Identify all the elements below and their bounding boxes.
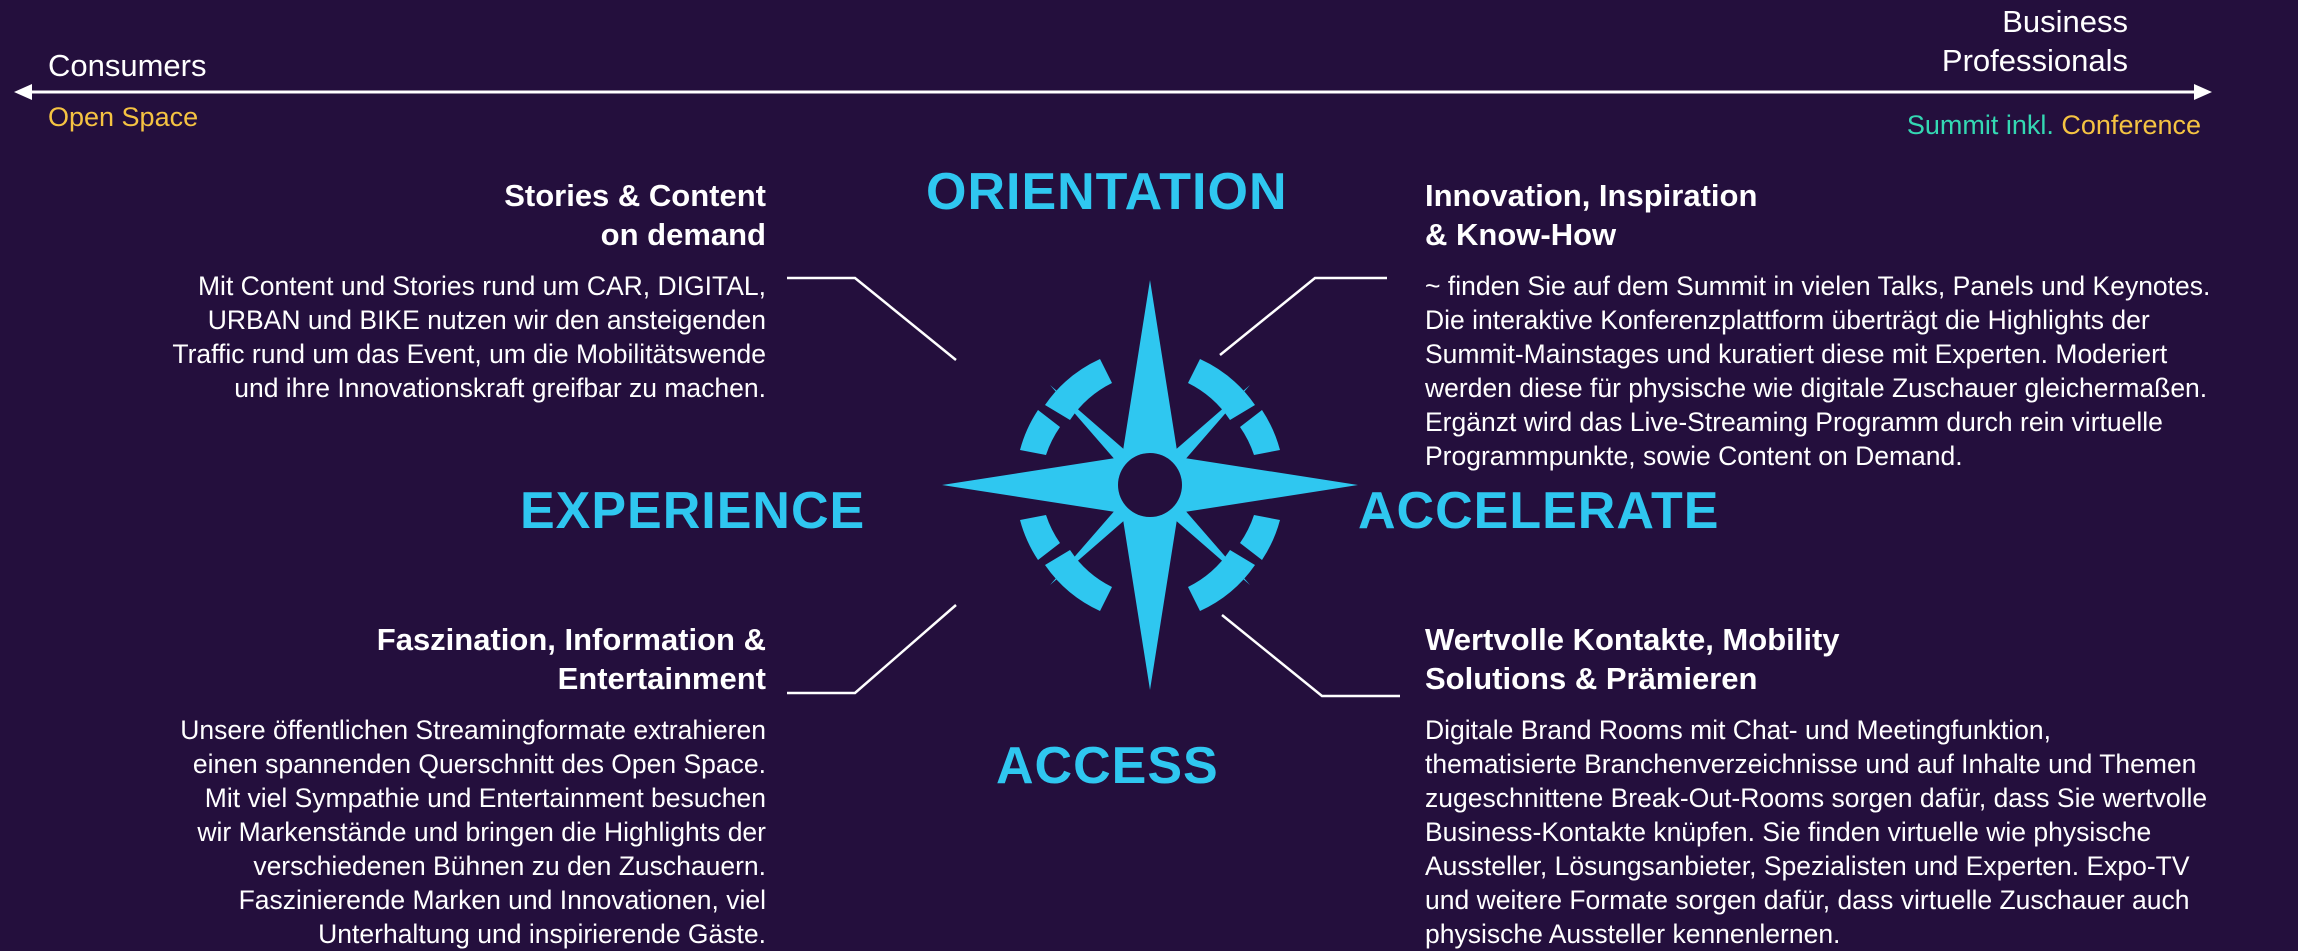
quadrant-heading: Stories & Content on demand — [504, 178, 766, 252]
keyword-access: ACCESS — [996, 737, 1219, 795]
compass-icon — [942, 280, 1358, 690]
axis-sub-summit-conference: Summit inkl. Conference — [1906, 110, 2201, 140]
quadrant-heading: Innovation, Inspiration & Know-How — [1425, 178, 1758, 252]
keyword-orientation: ORIENTATION — [926, 163, 1288, 221]
axis-sub-open-space: Open Space — [48, 102, 199, 132]
quadrant-heading: Faszination, Information & Entertainment — [376, 622, 766, 696]
connector-bottom-right — [1221, 614, 1400, 698]
quadrant-bottom-right: Wertvolle Kontakte, Mobility Solutions &… — [1425, 620, 2295, 951]
connector-top-left — [787, 276, 957, 361]
quadrant-heading: Wertvolle Kontakte, Mobility Solutions &… — [1425, 622, 1840, 696]
keyword-accelerate: ACCELERATE — [1358, 482, 1720, 540]
axis-label-business-professionals: Business Professionals — [1941, 4, 2128, 78]
quadrant-top-left: Stories & Content on demand Mit Content … — [66, 176, 766, 405]
quadrant-top-right: Innovation, Inspiration & Know-How ~ fin… — [1425, 176, 2295, 473]
axis-arrow-right-icon — [2194, 84, 2212, 100]
quadrant-body: Mit Content und Stories rund um CAR, DIG… — [172, 271, 766, 403]
axis-label-consumers: Consumers — [48, 48, 207, 83]
quadrant-body: Unsere öffentlichen Streamingformate ext… — [180, 715, 766, 949]
connector-bottom-left — [787, 604, 957, 695]
quadrant-body: Digitale Brand Rooms mit Chat- und Meeti… — [1425, 715, 2208, 949]
quadrant-body: ~ finden Sie auf dem Summit in vielen Ta… — [1425, 271, 2211, 471]
axis-arrow-left-icon — [14, 84, 32, 100]
quadrant-bottom-left: Faszination, Information & Entertainment… — [66, 620, 766, 951]
keyword-experience: EXPERIENCE — [520, 482, 866, 540]
connector-top-right — [1219, 276, 1387, 356]
